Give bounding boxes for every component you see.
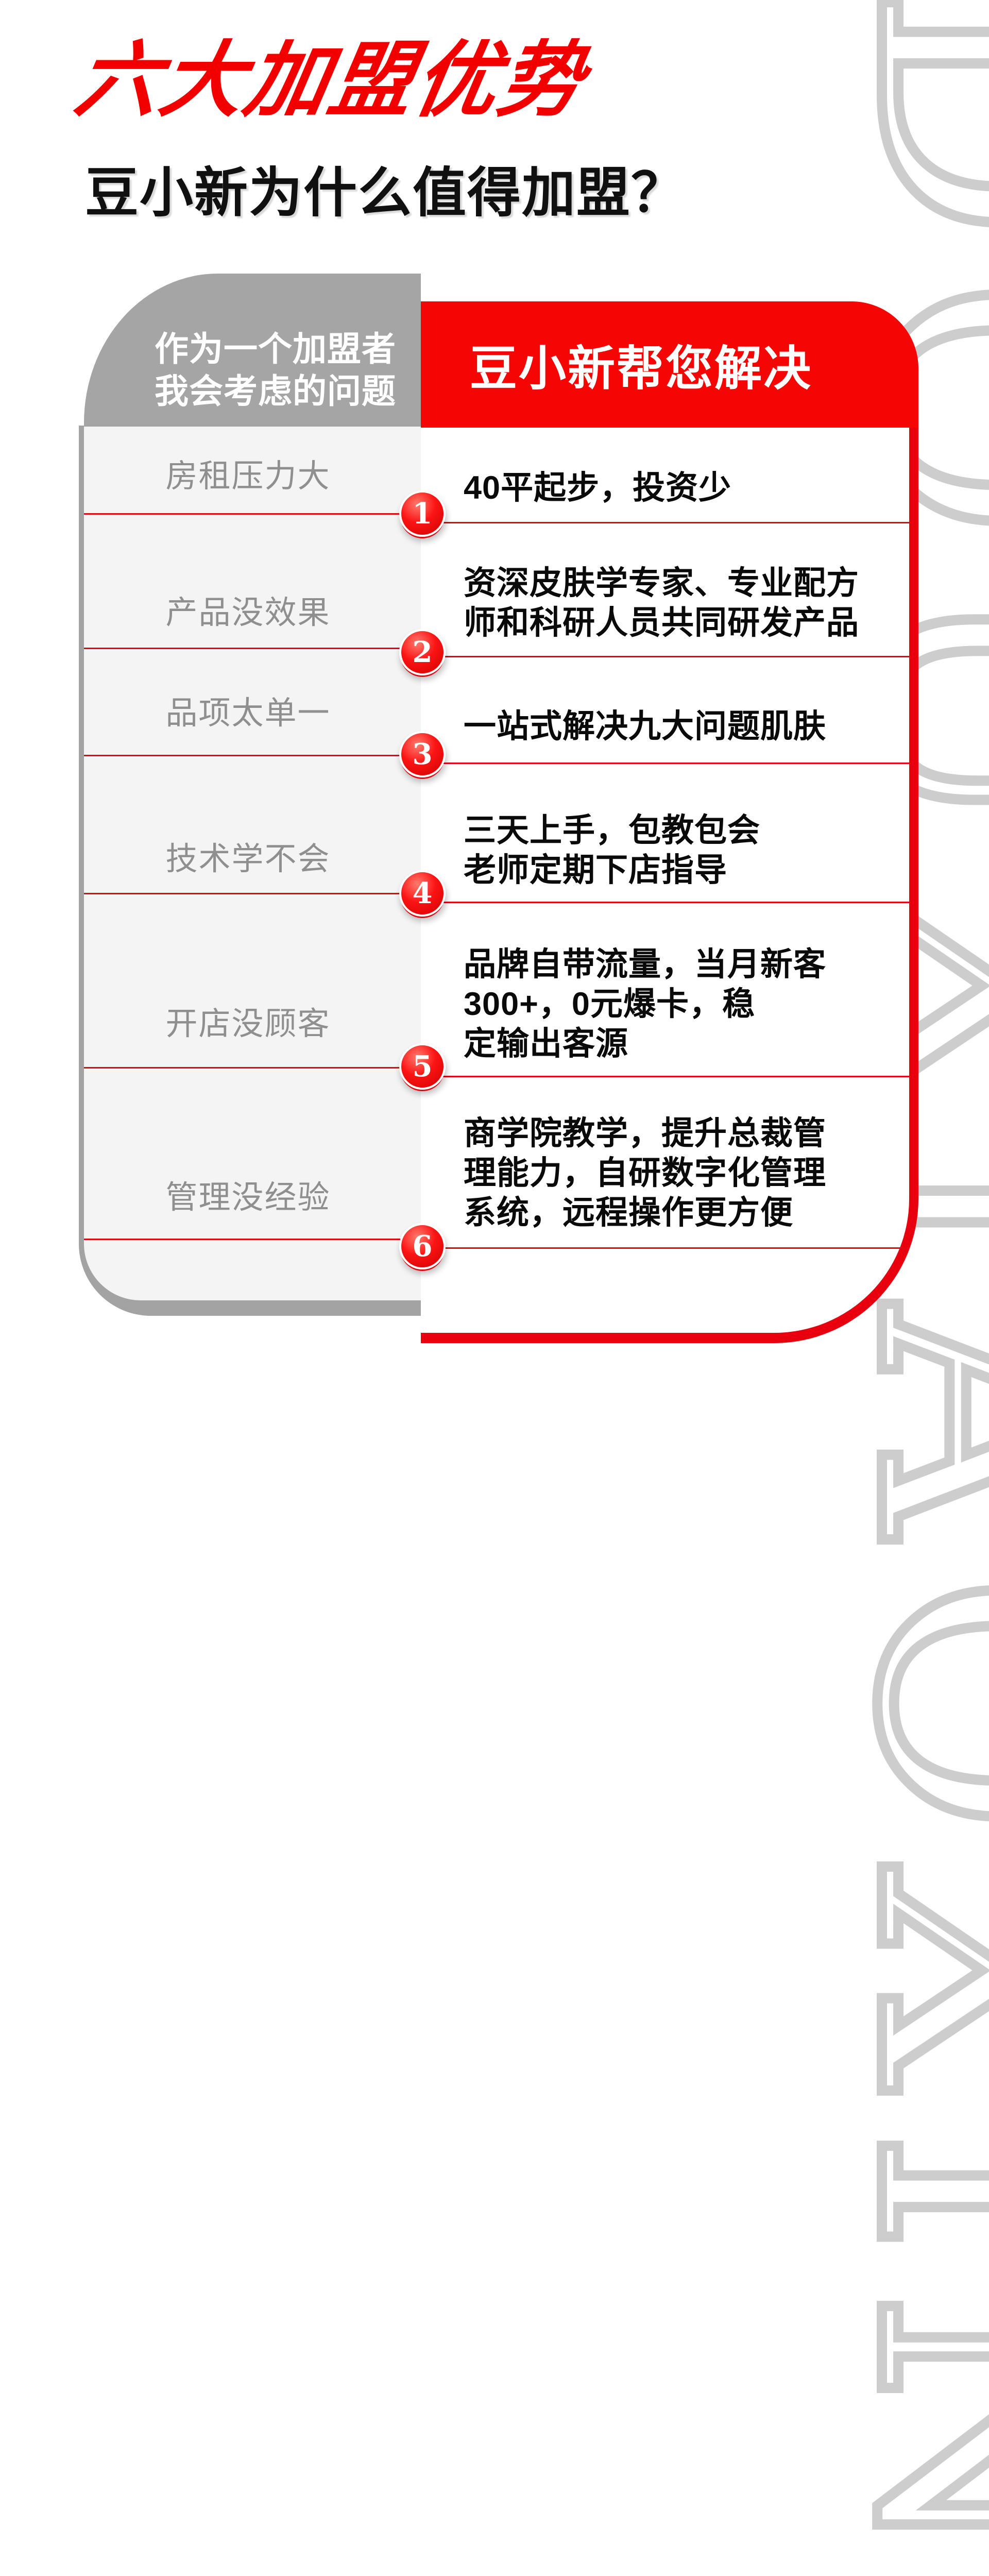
divider-right-4 bbox=[440, 902, 909, 903]
divider-left-5 bbox=[84, 1067, 400, 1069]
problem-label-6: 管理没经验 bbox=[165, 1180, 331, 1215]
solutions-column-panel bbox=[421, 428, 918, 1343]
page-title: 六大加盟优势 bbox=[69, 31, 593, 128]
page-subtitle: 豆小新为什么值得加盟？ bbox=[85, 163, 686, 223]
problems-column-header: 作为一个加盟者 我会考虑的问题 bbox=[84, 274, 421, 427]
problem-label-1: 房租压力大 bbox=[165, 459, 331, 494]
divider-left-3 bbox=[84, 755, 400, 756]
problem-label-4: 技术学不会 bbox=[165, 841, 331, 877]
divider-left-4 bbox=[84, 893, 400, 894]
solutions-header-label: 豆小新帮您解决 bbox=[470, 343, 813, 395]
solution-text-2: 资深皮肤学专家、专业配方 师和科研人员共同研发产品 bbox=[464, 565, 859, 641]
number-badge-3: 3 bbox=[399, 731, 446, 777]
solutions-column-header: 豆小新帮您解决 bbox=[421, 301, 918, 428]
solution-text-4: 三天上手，包教包会 老师定期下店指导 bbox=[464, 812, 760, 888]
divider-left-2 bbox=[84, 648, 400, 649]
divider-right-5 bbox=[440, 1076, 909, 1077]
number-badge-4: 4 bbox=[399, 870, 446, 917]
problem-label-2: 产品没效果 bbox=[165, 595, 331, 631]
divider-right-2 bbox=[440, 656, 909, 657]
number-badge-6: 6 bbox=[399, 1223, 446, 1269]
number-badge-1: 1 bbox=[399, 490, 446, 537]
problem-label-5: 开店没顾客 bbox=[165, 1006, 331, 1042]
problems-header-label: 作为一个加盟者 我会考虑的问题 bbox=[155, 330, 396, 410]
divider-right-3 bbox=[440, 762, 909, 764]
divider-left-1 bbox=[84, 513, 400, 515]
divider-right-1 bbox=[440, 522, 909, 523]
solution-text-3: 一站式解决九大问题肌肤 bbox=[464, 708, 826, 744]
solution-text-6: 商学院教学，提升总裁管 理能力，自研数字化管理 系统，远程操作更方便 bbox=[464, 1115, 826, 1231]
problem-label-3: 品项太单一 bbox=[165, 696, 331, 731]
divider-right-6 bbox=[440, 1247, 909, 1249]
solution-text-5: 品牌自带流量，当月新客 300+，0元爆卡，稳 定输出客源 bbox=[464, 946, 826, 1062]
number-badge-5: 5 bbox=[399, 1043, 446, 1090]
solution-text-1: 40平起步，投资少 bbox=[464, 470, 732, 506]
divider-left-6 bbox=[84, 1239, 400, 1240]
number-badge-2: 2 bbox=[399, 629, 446, 675]
problems-column-panel bbox=[84, 426, 421, 1300]
